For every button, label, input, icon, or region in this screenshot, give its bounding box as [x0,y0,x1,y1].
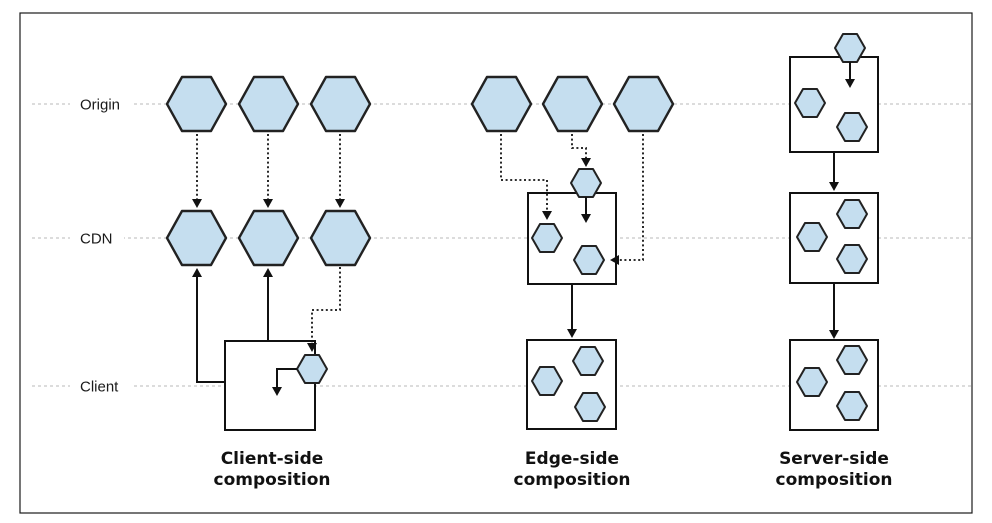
solid-arrow [196,276,225,383]
arrowhead-up-icon [192,268,202,277]
arrowhead-down-icon [542,211,552,220]
fragment-icon [572,346,604,376]
server-side-caption-line-2: composition [776,470,893,490]
fragment-icon [573,245,605,275]
arrowhead-up-icon [263,268,273,277]
edge-side-column: Edge-side composition [470,75,675,490]
fragment-icon [796,367,828,397]
fragment-icon [531,366,563,396]
arrowhead-down-icon [845,79,855,88]
solid-arrow [276,368,297,388]
fragment-icon [794,88,826,118]
origin-fragment-icon [309,75,372,133]
edge-side-caption-line-1: Edge-side [525,449,619,469]
edge-side-caption-line-2: composition [514,470,631,490]
origin-tier-label: Origin [80,97,120,114]
arrowhead-down-icon [581,158,591,167]
arrowhead-down-icon [263,199,273,208]
fragment-icon [836,391,868,421]
arrowhead-down-icon [272,387,282,396]
fragment-icon [836,345,868,375]
server-side-caption-line-1: Server-side [779,449,889,469]
origin-fragment-icon [470,75,533,133]
cdn-fragment-icon [165,209,228,267]
arrowhead-down-icon [335,199,345,208]
server-page-box [789,56,879,153]
client-side-caption-line-2: composition [214,470,331,490]
arrowhead-down-icon [829,330,839,339]
fragment-icon [836,199,868,229]
fragment-icon [796,222,828,252]
fragment-icon [570,168,602,198]
cdn-fragment-icon [309,209,372,267]
arrowhead-down-icon [829,182,839,191]
cdn-label-bg [70,226,124,250]
fragment-icon [834,33,866,63]
fragment-icon [836,244,868,274]
fragment-icon [296,354,328,384]
origin-label-bg [70,92,132,116]
client-label-bg [70,374,132,398]
origin-fragment-icon [541,75,604,133]
browser-page-box [224,340,316,431]
cdn-tier-label: CDN [80,231,113,248]
fragment-icon [574,392,606,422]
server-side-column: Server-side composition [776,33,893,490]
cdn-fragment-icon [237,209,300,267]
origin-fragment-icon [612,75,675,133]
client-side-caption-line-1: Client-side [221,449,324,469]
dotted-arrow [571,134,587,159]
arrowhead-down-icon [567,329,577,338]
client-tier-label: Client [80,379,119,396]
origin-fragment-icon [165,75,228,133]
fragment-icon [836,112,868,142]
origin-fragment-icon [237,75,300,133]
fragment-icon [531,223,563,253]
arrowhead-left-icon [610,255,619,265]
arrowhead-down-icon [192,199,202,208]
dotted-arrow [500,134,548,212]
arrowhead-down-icon [581,214,591,223]
client-side-column: Client-side composition [165,75,372,490]
arrowhead-down-icon [307,343,317,352]
dotted-arrow [618,134,644,261]
dotted-arrow [311,267,341,344]
